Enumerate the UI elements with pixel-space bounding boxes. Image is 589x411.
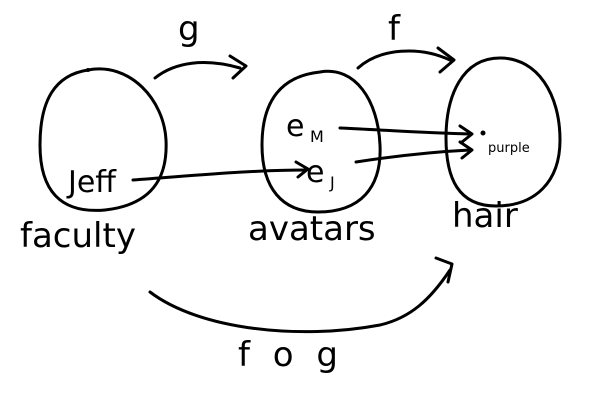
mapping-ej-to-purple-arrowhead	[458, 140, 474, 160]
mapping-em-to-purple-arrow	[338, 126, 472, 136]
faculty-element-jeff: Jeff	[66, 165, 117, 200]
function-g-label: g	[178, 9, 200, 49]
mapping-jeff-to-ej-arrowhead	[294, 160, 310, 179]
function-f-arrowhead	[436, 46, 456, 74]
mapping-jeff-to-ej-arrow	[131, 168, 308, 182]
avatars-set-oval	[260, 69, 382, 214]
hair-element-dot	[480, 130, 486, 136]
function-composite-arrowhead	[434, 256, 454, 284]
function-f-label: f	[388, 9, 401, 49]
avatars-element-em-subscript: M	[310, 127, 324, 146]
function-f-arrow	[356, 49, 452, 70]
hair-set-oval	[444, 56, 562, 208]
hair-element-purple: purple	[488, 141, 530, 156]
function-g-arrow	[153, 61, 242, 80]
mapping-ej-to-purple-arrow	[354, 148, 472, 164]
faculty-set-label: faculty	[20, 216, 136, 256]
function-composite-arrow	[148, 268, 452, 334]
avatars-element-ej-subscript: J	[329, 173, 335, 192]
mapping-em-to-purple-arrowhead	[458, 124, 474, 144]
function-g-arrowhead	[228, 54, 248, 80]
faculty-set-oval	[38, 67, 168, 212]
avatars-element-em: e	[286, 109, 304, 144]
avatars-element-ej: e	[306, 155, 324, 190]
hair-set-label: hair	[452, 196, 518, 236]
function-composite-label: f o g	[238, 335, 344, 375]
avatars-set-label: avatars	[248, 209, 376, 249]
